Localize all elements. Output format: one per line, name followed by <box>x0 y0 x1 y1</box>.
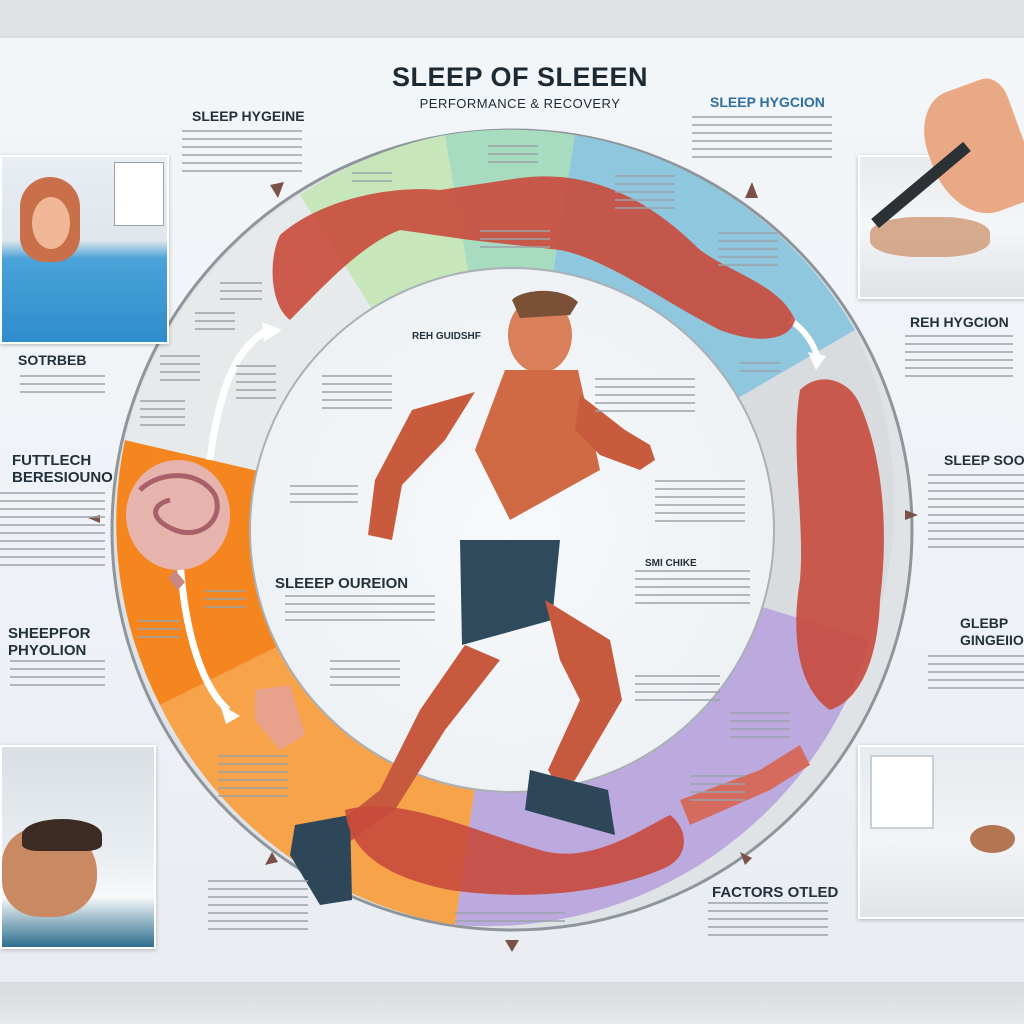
text-block <box>140 400 185 430</box>
ring-pointer <box>745 182 758 198</box>
label-bottom-right: FACTORS OTLED <box>712 884 839 901</box>
sleeper-hair <box>22 819 102 851</box>
ring-pointer <box>265 852 278 865</box>
text-block <box>195 312 235 330</box>
text-block <box>595 378 695 416</box>
label-right-lower: GLEBP GINGEIIO <box>960 615 1024 648</box>
wall-chart <box>114 162 164 226</box>
flow-arrow-head <box>808 352 826 370</box>
flow-arrow <box>176 559 231 713</box>
text-block <box>182 130 302 178</box>
text-block <box>290 485 358 507</box>
label-top-left: SLEEP HYGEINE <box>192 108 305 124</box>
text-block <box>635 570 750 610</box>
flow-arrow-head <box>262 322 282 342</box>
text-block <box>928 474 1024 554</box>
text-block <box>352 172 392 188</box>
right-muscle-figure <box>796 379 884 710</box>
text-block <box>615 175 675 215</box>
text-block <box>480 230 550 252</box>
text-block <box>330 660 400 690</box>
text-block <box>905 335 1013 383</box>
text-block <box>740 362 780 374</box>
label-right-middle: SLEEP SOOTV <box>944 452 1024 468</box>
ring-pointer <box>270 182 284 198</box>
text-block <box>205 590 245 612</box>
text-block <box>488 145 538 163</box>
flow-arrow-head <box>220 704 240 724</box>
page-subtitle: PERFORMANCE & RECOVERY <box>419 96 621 111</box>
ring-pointer <box>740 852 752 865</box>
text-block <box>208 880 308 930</box>
floor <box>0 982 1024 1024</box>
nurse-face <box>32 197 70 249</box>
label-left-upper: SOTRBEB <box>18 352 87 368</box>
label-center-left: SLEEEP OUREION <box>275 575 409 592</box>
text-block <box>718 232 778 272</box>
label-left-middle: FUTTLECH BERESIOUNO <box>12 452 113 486</box>
text-block <box>730 712 790 742</box>
label-top-right: SLEEP HYGCION <box>710 94 825 110</box>
label-right-upper: REH HYGCION <box>910 314 1009 330</box>
label-left-lower: SHEEPFOR PHYOLION <box>8 625 91 659</box>
text-block <box>220 282 262 300</box>
intestines-illustration <box>126 460 230 590</box>
window-icon <box>870 755 934 829</box>
ring-pointer <box>505 940 519 952</box>
text-block <box>236 365 276 401</box>
flow-arrow <box>206 326 270 461</box>
nurse-photo <box>0 155 169 344</box>
bed-sleeper <box>970 825 1015 853</box>
text-block <box>708 902 828 942</box>
text-block <box>0 492 105 567</box>
sleeping-man-photo <box>0 745 156 949</box>
text-block <box>692 116 832 158</box>
text-block <box>285 595 435 625</box>
text-block <box>160 355 200 385</box>
arm-muscle-top <box>272 176 795 339</box>
text-block <box>928 655 1024 690</box>
label-center-right: SMI CHIKE <box>645 558 697 569</box>
text-block <box>138 620 180 642</box>
text-block <box>455 912 565 926</box>
ring-pointer <box>905 510 918 520</box>
text-block <box>655 480 745 528</box>
text-block <box>635 675 720 705</box>
text-block <box>322 375 392 413</box>
bottom-muscle-arm <box>255 685 810 895</box>
page-title: SLEEP OF SLEEEN <box>391 62 649 92</box>
text-block <box>690 775 745 801</box>
text-block <box>20 375 105 397</box>
label-center-top: REH GUIDSHF <box>412 331 481 342</box>
text-block <box>218 755 288 797</box>
bed-photo-bottom <box>858 745 1024 919</box>
text-block <box>10 660 105 690</box>
bed-sleeper <box>870 217 990 257</box>
